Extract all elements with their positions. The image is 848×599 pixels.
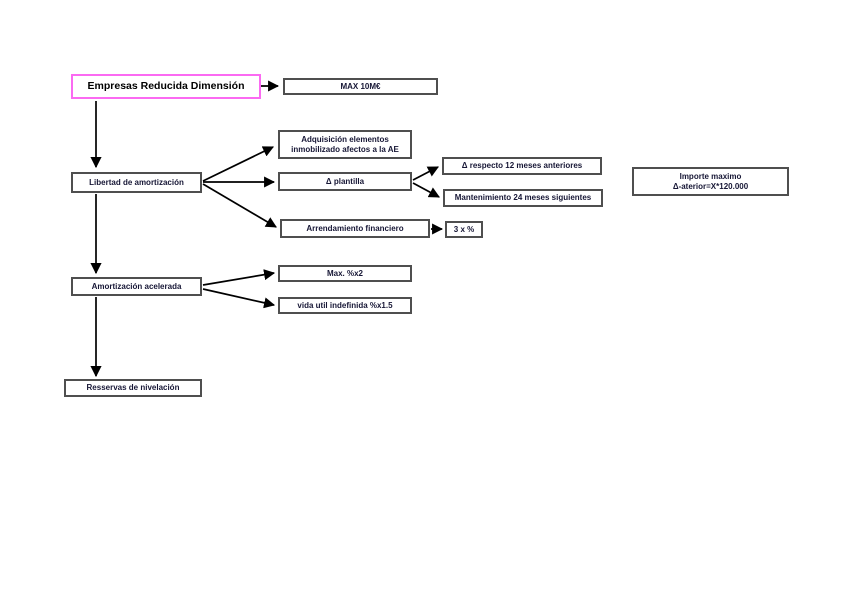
node-label-line2: Δ-aterior=X*120.000 (672, 181, 749, 191)
node-label: Libertad de amortización (89, 177, 184, 187)
node-mantenimiento-24-meses: Mantenimiento 24 meses siguientes (443, 189, 603, 207)
node-reservas-de-nivelacion: Resservas de nivelación (64, 379, 202, 397)
node-label: 3 x % (453, 224, 475, 234)
connector-plantilla-to-mantenimiento (412, 182, 440, 198)
node-delta-plantilla: Δ plantilla (278, 172, 412, 191)
node-label-line1: Importe maximo (679, 171, 742, 181)
connector-plantilla-to-respecto (412, 166, 439, 181)
node-label: MAX 10M€ (340, 81, 381, 91)
node-3x-percent: 3 x % (445, 221, 483, 238)
node-vida-util-indefinida: vida util indefinida %x1.5 (278, 297, 412, 314)
node-label: Max. %x2 (326, 268, 364, 278)
node-label: Arrendamiento financiero (306, 223, 404, 233)
connector-libertad-to-arrendamiento (202, 183, 277, 228)
node-delta-respecto-12-meses: Δ respecto 12 meses anteriores (442, 157, 602, 175)
node-adquisicion-elementos: Adquisición elementos inmobilizado afect… (278, 130, 412, 159)
node-amortizacion-acelerada: Amortización acelerada (71, 277, 202, 296)
connector-acelerada-to-vida (202, 288, 276, 309)
connector-libertad-to-adquisicion (202, 146, 274, 182)
node-label: Δ plantilla (325, 176, 365, 186)
node-label: vida util indefinida %x1.5 (297, 300, 393, 310)
node-label: Mantenimiento 24 meses siguientes (454, 193, 592, 202)
node-label: Amortización acelerada (91, 281, 182, 291)
node-libertad-de-amortizacion: Libertad de amortización (71, 172, 202, 193)
node-label: Δ respecto 12 meses anteriores (461, 161, 583, 170)
node-label: Empresas Reducida Dimensión (87, 79, 245, 92)
connector-acelerada-to-maxx2 (202, 269, 276, 286)
node-label: Resservas de nivelación (86, 383, 180, 392)
node-arrendamiento-financiero: Arrendamiento financiero (280, 219, 430, 238)
node-importe-maximo: Importe maximo Δ-aterior=X*120.000 (632, 167, 789, 196)
node-max-percent-x2: Max. %x2 (278, 265, 412, 282)
node-max-10m: MAX 10M€ (283, 78, 438, 95)
node-empresas-reducida-dimension: Empresas Reducida Dimensión (71, 74, 261, 99)
node-label: Adquisición elementos inmobilizado afect… (291, 134, 399, 154)
